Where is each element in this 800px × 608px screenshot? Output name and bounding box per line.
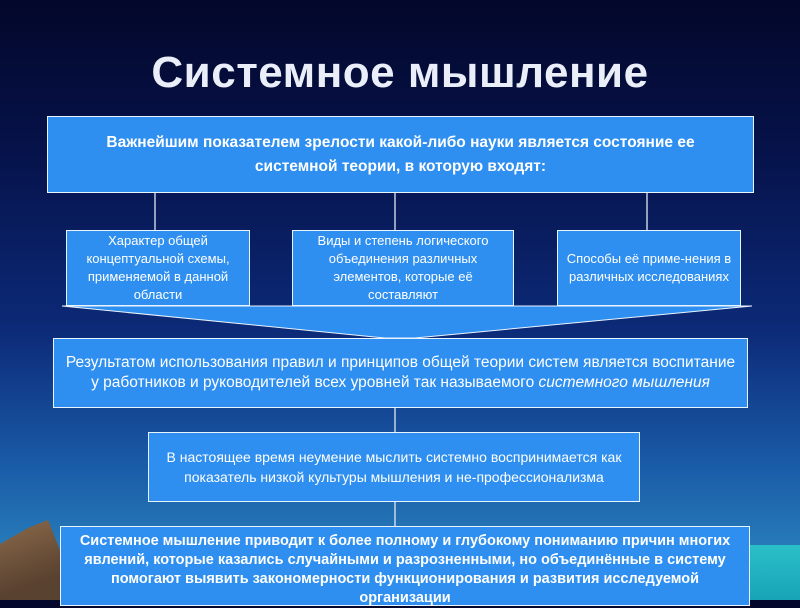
slide-title: Системное мышление — [151, 48, 649, 97]
current-view-text: В настоящее время неумение мыслить систе… — [166, 449, 622, 485]
component-box-3: Способы её приме-нения в различных иссле… — [557, 230, 741, 306]
result-emphasis: системного мышления — [538, 374, 710, 391]
result-box: Результатом использования правил и принц… — [53, 338, 748, 408]
maturity-box: Важнейшим показателем зрелости какой-либ… — [47, 116, 754, 193]
maturity-text: Важнейшим показателем зрелости какой-либ… — [106, 133, 695, 175]
component-text-2: Виды и степень логического объединения р… — [317, 233, 489, 302]
component-text-3: Способы её приме-нения в различных иссле… — [566, 251, 732, 284]
current-view-box: В настоящее время неумение мыслить систе… — [148, 432, 640, 502]
conclusion-text: Системное мышление приводит к более полн… — [79, 533, 731, 606]
component-box-2: Виды и степень логического объединения р… — [292, 230, 514, 306]
conclusion-box: Системное мышление приводит к более полн… — [60, 526, 750, 606]
landscape-sea — [740, 545, 800, 600]
funnel-arrow — [61, 305, 753, 339]
result-text: Результатом использования правил и принц… — [64, 353, 737, 393]
component-text-1: Характер общей концептуальной схемы, при… — [86, 233, 230, 302]
component-box-1: Характер общей концептуальной схемы, при… — [66, 230, 250, 306]
result-main-text: Результатом использования правил и принц… — [65, 354, 736, 391]
